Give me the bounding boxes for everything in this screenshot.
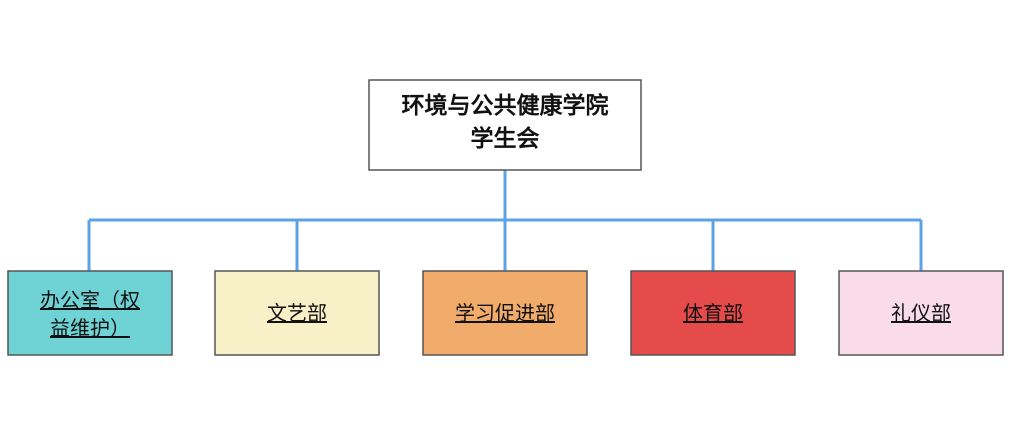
department-label: 文艺部	[267, 301, 327, 325]
root-title-line-2: 学生会	[471, 125, 540, 152]
department-label-line-2: 益维护）	[50, 316, 130, 340]
department-label: 学习促进部	[455, 301, 555, 325]
root-title-line-1: 环境与公共健康学院	[402, 92, 609, 119]
department-node-arts[interactable]: 文艺部	[214, 270, 380, 356]
department-box	[7, 270, 173, 356]
department-box	[422, 270, 588, 356]
department-box	[838, 270, 1004, 356]
department-node-etiquette[interactable]: 礼仪部	[838, 270, 1004, 356]
department-box	[630, 270, 796, 356]
department-label: 体育部	[683, 301, 743, 325]
department-label: 礼仪部	[891, 301, 951, 325]
root-node-box	[368, 79, 642, 171]
department-node-sports[interactable]: 体育部	[630, 270, 796, 356]
root-node: 环境与公共健康学院 学生会	[368, 79, 642, 171]
connectors	[87, 170, 923, 271]
department-label-line-1: 办公室（权	[40, 288, 140, 312]
department-node-office[interactable]: 办公室（权 益维护）	[7, 270, 173, 356]
department-box	[214, 270, 380, 356]
department-node-study[interactable]: 学习促进部	[422, 270, 588, 356]
